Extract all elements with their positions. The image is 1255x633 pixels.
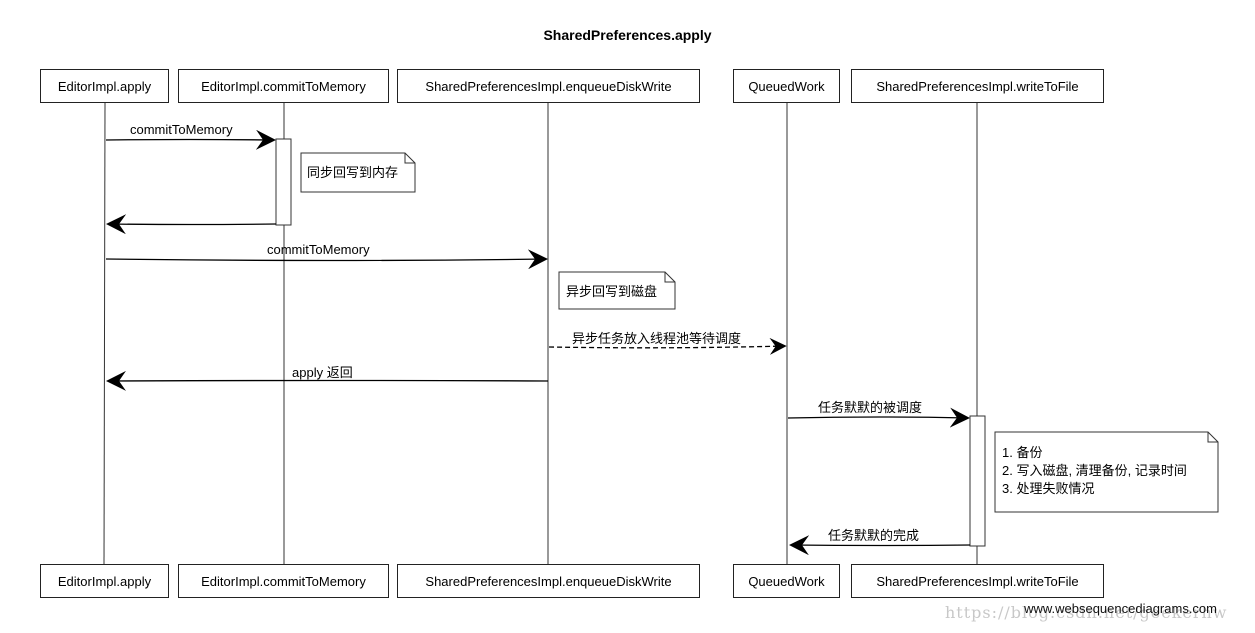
activation-committomemory — [275, 138, 292, 226]
participant-top-writetofile: SharedPreferencesImpl.writeToFile — [851, 69, 1104, 103]
participant-top-enqueuediskwrite: SharedPreferencesImpl.enqueueDiskWrite — [397, 69, 700, 103]
diagram-title: SharedPreferences.apply — [543, 27, 712, 43]
message-label-committomemory-2: commitToMemory — [267, 242, 370, 257]
lifeline-queuedwork — [786, 102, 788, 566]
activation-writetofile — [969, 415, 986, 547]
note-writetofile-line-2: 2. 写入磁盘, 清理备份, 记录时间 — [1002, 463, 1187, 478]
note-writetofile-shape — [994, 431, 1219, 513]
message-arrow-scheduled — [787, 407, 970, 428]
participant-bottom-editorimpl-apply: EditorImpl.apply — [40, 564, 169, 598]
note-async-disk-shape — [558, 271, 676, 310]
watermark-text: https://blog.csdn.net/geekerhw — [945, 603, 1228, 622]
message-label-committomemory-1: commitToMemory — [130, 122, 233, 137]
message-arrow-apply-return — [106, 370, 549, 391]
message-arrow-completed — [789, 535, 971, 556]
message-arrow-committomemory-1 — [105, 129, 276, 150]
note-writetofile-line-3: 3. 处理失败情况 — [1002, 481, 1095, 496]
participant-top-editorimpl-committomemory: EditorImpl.commitToMemory — [178, 69, 389, 103]
message-label-apply-return: apply 返回 — [292, 365, 353, 380]
message-arrow-committomemory-2 — [105, 249, 548, 270]
lifeline-enqueuediskwrite — [547, 102, 549, 566]
message-arrow-return-1 — [106, 214, 277, 235]
note-sync-memory-text: 同步回写到内存 — [307, 165, 399, 180]
message-label-completed: 任务默默的完成 — [828, 528, 920, 543]
credit-text: www.websequencediagrams.com — [1024, 601, 1217, 616]
participant-bottom-editorimpl-committomemory: EditorImpl.commitToMemory — [178, 564, 389, 598]
note-async-disk-text: 异步回写到磁盘 — [566, 284, 658, 299]
participant-bottom-enqueuediskwrite: SharedPreferencesImpl.enqueueDiskWrite — [397, 564, 700, 598]
participant-bottom-writetofile: SharedPreferencesImpl.writeToFile — [851, 564, 1104, 598]
message-label-async-enqueue: 异步任务放入线程池等待调度 — [572, 331, 742, 346]
message-label-scheduled: 任务默默的被调度 — [818, 400, 923, 415]
note-sync-memory-shape — [300, 152, 416, 193]
participant-top-queuedwork: QueuedWork — [733, 69, 840, 103]
lifeline-editorimpl-apply — [103, 102, 106, 566]
participant-bottom-queuedwork: QueuedWork — [733, 564, 840, 598]
note-writetofile-line-1: 1. 备份 — [1002, 445, 1043, 460]
participant-top-editorimpl-apply: EditorImpl.apply — [40, 69, 169, 103]
